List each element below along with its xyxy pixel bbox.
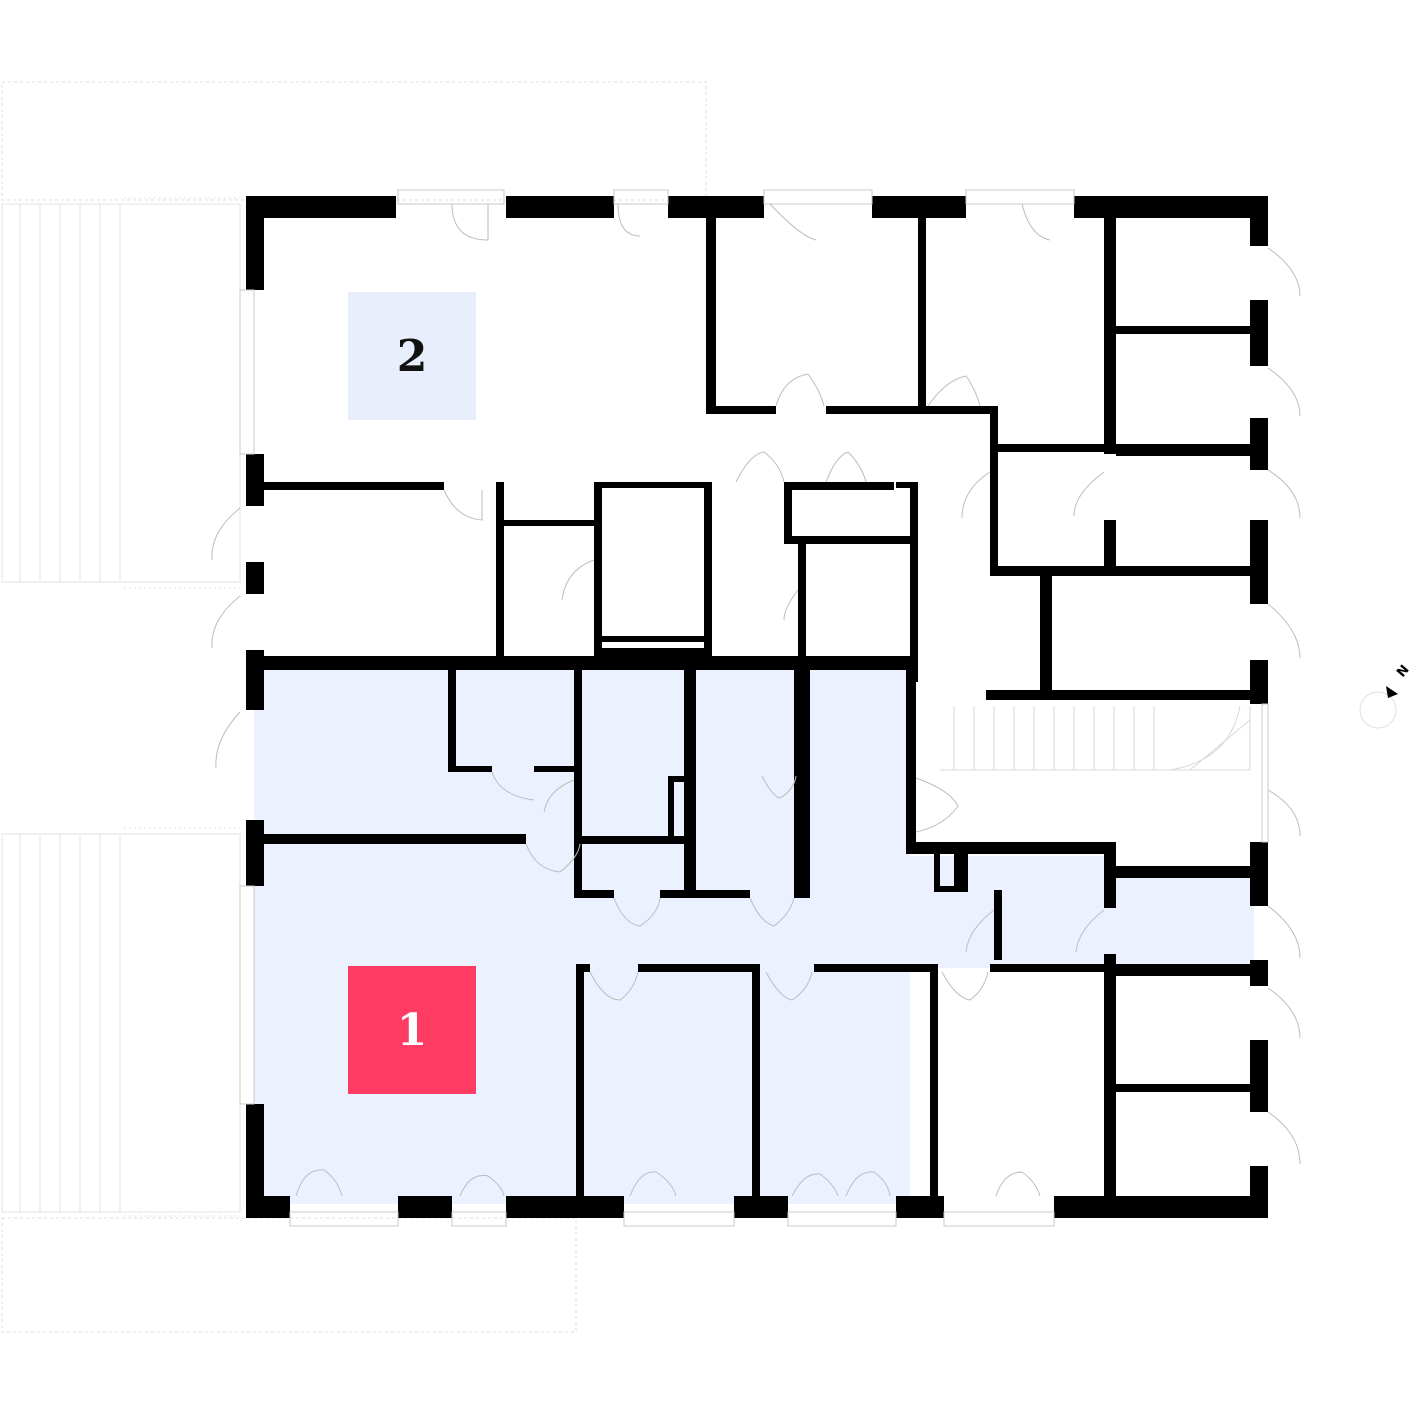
unit-1-label[interactable]: 1 <box>348 966 476 1094</box>
windows <box>239 189 1269 1227</box>
balcony-top-left <box>1 197 241 589</box>
unit-2-label[interactable]: 2 <box>348 292 476 420</box>
site-outlines <box>1 81 707 1333</box>
balcony-bottom-left <box>1 827 241 1217</box>
unit-2-number: 2 <box>396 330 428 382</box>
north-arrow-icon <box>1359 686 1398 729</box>
door-swings <box>211 203 1301 1197</box>
unit-1-number: 1 <box>396 1004 428 1056</box>
exterior-walls <box>246 196 1268 1218</box>
staircase <box>940 705 1251 771</box>
interior-walls <box>254 198 1254 1218</box>
